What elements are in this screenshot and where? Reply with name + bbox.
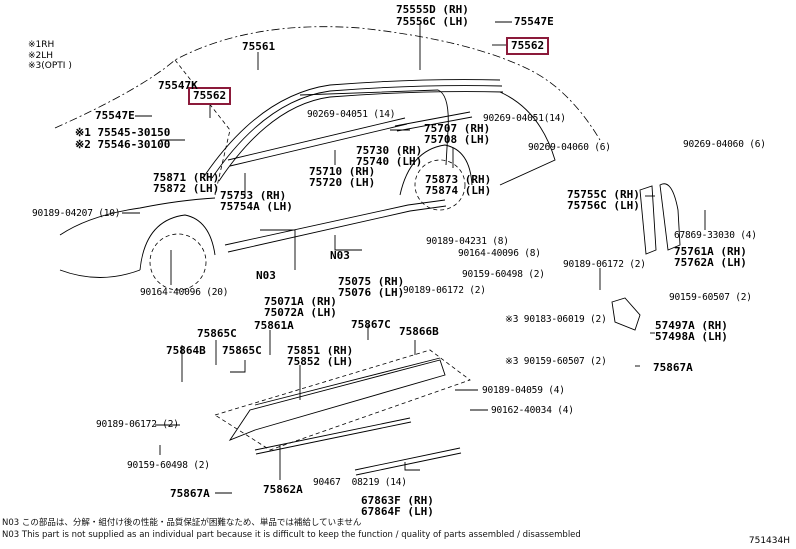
rear-wheel [414, 159, 466, 211]
part-label-75555d[interactable]: 75555D (RH) [396, 3, 469, 16]
part-label-75556c[interactable]: 75556C (LH) [396, 15, 469, 28]
part-label-75866b[interactable]: 75866B [399, 325, 439, 338]
part-label-90159-60498-left[interactable]: 90159-60498 (2) [127, 460, 210, 471]
part-label-67863f[interactable]: 67863F (RH) [361, 494, 434, 507]
part-label-75710[interactable]: 75710 (RH) [309, 165, 376, 178]
part-label-90159-60507-mid[interactable]: ※3 90159-60507 (2) [505, 356, 607, 367]
part-label-90269-04060-a[interactable]: 90269-04060 (6) [528, 142, 611, 153]
part-label-n03-b[interactable]: N03 [330, 249, 350, 262]
part-label-75873[interactable]: 75873 (RH) [425, 173, 492, 186]
front-wheel-arch [139, 214, 216, 271]
part-label-90189-04059[interactable]: 90189-04059 (4) [482, 385, 565, 396]
part-label-75754a[interactable]: 75754A (LH) [220, 200, 293, 213]
part-label-75874[interactable]: 75874 (LH) [425, 184, 492, 197]
highlighted-part-75562-top[interactable]: 75562 [506, 37, 550, 55]
part-label-90164-40096-20[interactable]: 90164-40096 (20) [140, 287, 229, 298]
part-label-75861a[interactable]: 75861A [254, 319, 294, 332]
part-label-75072a[interactable]: 75072A (LH) [264, 306, 337, 319]
part-label-75755c[interactable]: 75755C (RH) [567, 188, 640, 201]
legend: ※1RH ※2LH ※3(OPTI ) [28, 40, 72, 72]
part-label-75547e-right[interactable]: 75547E [514, 15, 554, 28]
bracket-57497 [611, 297, 641, 331]
part-label-90189-06172-left[interactable]: 90189-06172 (2) [96, 419, 179, 430]
part-label-75708[interactable]: 75708 (LH) [424, 133, 491, 146]
part-label-75720[interactable]: 75720 (LH) [309, 176, 376, 189]
belt-molding-rear [394, 111, 471, 127]
part-label-90189-06172-mid[interactable]: 90189-06172 (2) [403, 285, 486, 296]
sill-strip-75862 [254, 417, 411, 451]
highlighted-part-75562-left[interactable]: 75562 [188, 87, 232, 105]
note-japanese: N03 この部品は、分解・組付け後の性能・品質保証が困難なため、単品では補給して… [2, 518, 362, 528]
part-label-75867a-right[interactable]: 75867A [653, 361, 693, 374]
part-label-90189-04207[interactable]: 90189-04207 (10) [32, 208, 121, 219]
legend-item: ※1RH [28, 40, 55, 50]
part-label-57497a[interactable]: 57497A (RH) [655, 319, 728, 332]
figure-id: 751434H [748, 536, 790, 546]
rocker-molding [224, 199, 446, 246]
part-label-90269-04051-a[interactable]: 90269-04051 (14) [307, 109, 396, 120]
part-label-75730[interactable]: 75730 (RH) [356, 144, 423, 157]
mudguard-75755 [639, 185, 657, 255]
part-label-75851[interactable]: 75851 (RH) [287, 344, 354, 357]
part-label-75865c-b[interactable]: 75865C [222, 344, 262, 357]
body-lower [59, 197, 216, 236]
part-label-75867a-left[interactable]: 75867A [170, 487, 210, 500]
legend-item: ※3(OPTI ) [28, 61, 72, 71]
part-label-90162-40034[interactable]: 90162-40034 (4) [491, 405, 574, 416]
part-label-75545[interactable]: ※1 75545-30150 [75, 126, 171, 139]
sill-strip-67863 [354, 447, 461, 471]
part-label-75075[interactable]: 75075 (RH) [338, 275, 405, 288]
part-label-90189-06172-right[interactable]: 90189-06172 (2) [563, 259, 646, 270]
part-label-75753[interactable]: 75753 (RH) [220, 189, 287, 202]
part-label-90467-08219[interactable]: 90467 08219 (14) [313, 477, 407, 488]
part-label-90189-04231[interactable]: 90189-04231 (8) [426, 236, 509, 247]
part-label-n03-a[interactable]: N03 [256, 269, 276, 282]
front-wheel [149, 233, 207, 291]
part-label-75076[interactable]: 75076 (LH) [338, 286, 405, 299]
belt-molding-front [227, 117, 406, 161]
part-label-75761a[interactable]: 75761A (RH) [674, 245, 747, 258]
mudguard-75761 [659, 183, 681, 251]
part-label-75865c-a[interactable]: 75865C [197, 327, 237, 340]
part-label-75707[interactable]: 75707 (RH) [424, 122, 491, 135]
part-label-90269-04051-b[interactable]: 90269-04051(14) [483, 113, 566, 124]
windshield-line [174, 59, 231, 196]
part-label-90159-60507-right[interactable]: 90159-60507 (2) [669, 292, 752, 303]
part-label-75547e-left[interactable]: 75547E [95, 109, 135, 122]
part-label-75852[interactable]: 75852 (LH) [287, 355, 354, 368]
rocker-panel-assembly [228, 359, 446, 441]
part-label-75756c[interactable]: 75756C (LH) [567, 199, 640, 212]
part-label-90269-04060-b[interactable]: 90269-04060 (6) [683, 139, 766, 150]
legend-item: ※2LH [28, 50, 54, 61]
part-label-57498a[interactable]: 57498A (LH) [655, 330, 728, 343]
part-label-75862a[interactable]: 75862A [263, 483, 303, 496]
part-label-75871[interactable]: 75871 (RH) [153, 171, 220, 184]
part-label-67869-33030[interactable]: 67869-33030 (4) [674, 230, 757, 241]
part-label-75547k[interactable]: 75547K [158, 79, 198, 92]
part-label-67864f[interactable]: 67864F (LH) [361, 505, 434, 518]
part-label-75864b[interactable]: 75864B [166, 344, 206, 357]
part-label-75561[interactable]: 75561 [242, 40, 276, 53]
rear-body [499, 91, 556, 186]
part-label-90164-40096-8[interactable]: 90164-40096 (8) [458, 248, 541, 259]
part-label-75071a[interactable]: 75071A (RH) [264, 295, 337, 308]
door-frame [299, 89, 449, 166]
part-label-75867c[interactable]: 75867C [351, 318, 391, 331]
part-label-75872[interactable]: 75872 (LH) [153, 182, 220, 195]
part-label-75740[interactable]: 75740 (LH) [356, 155, 423, 168]
part-label-75762a[interactable]: 75762A (LH) [674, 256, 747, 269]
leader-lines [122, 21, 706, 494]
part-label-90183-06019[interactable]: ※3 90183-06019 (2) [505, 314, 607, 325]
part-label-90159-60498-top[interactable]: 90159-60498 (2) [462, 269, 545, 280]
note-english: N03 This part is not supplied as an indi… [2, 530, 581, 540]
roof-rail [204, 79, 501, 176]
rear-wheel-arch [399, 144, 473, 196]
part-label-75546[interactable]: ※2 75546-30100 [75, 138, 171, 151]
